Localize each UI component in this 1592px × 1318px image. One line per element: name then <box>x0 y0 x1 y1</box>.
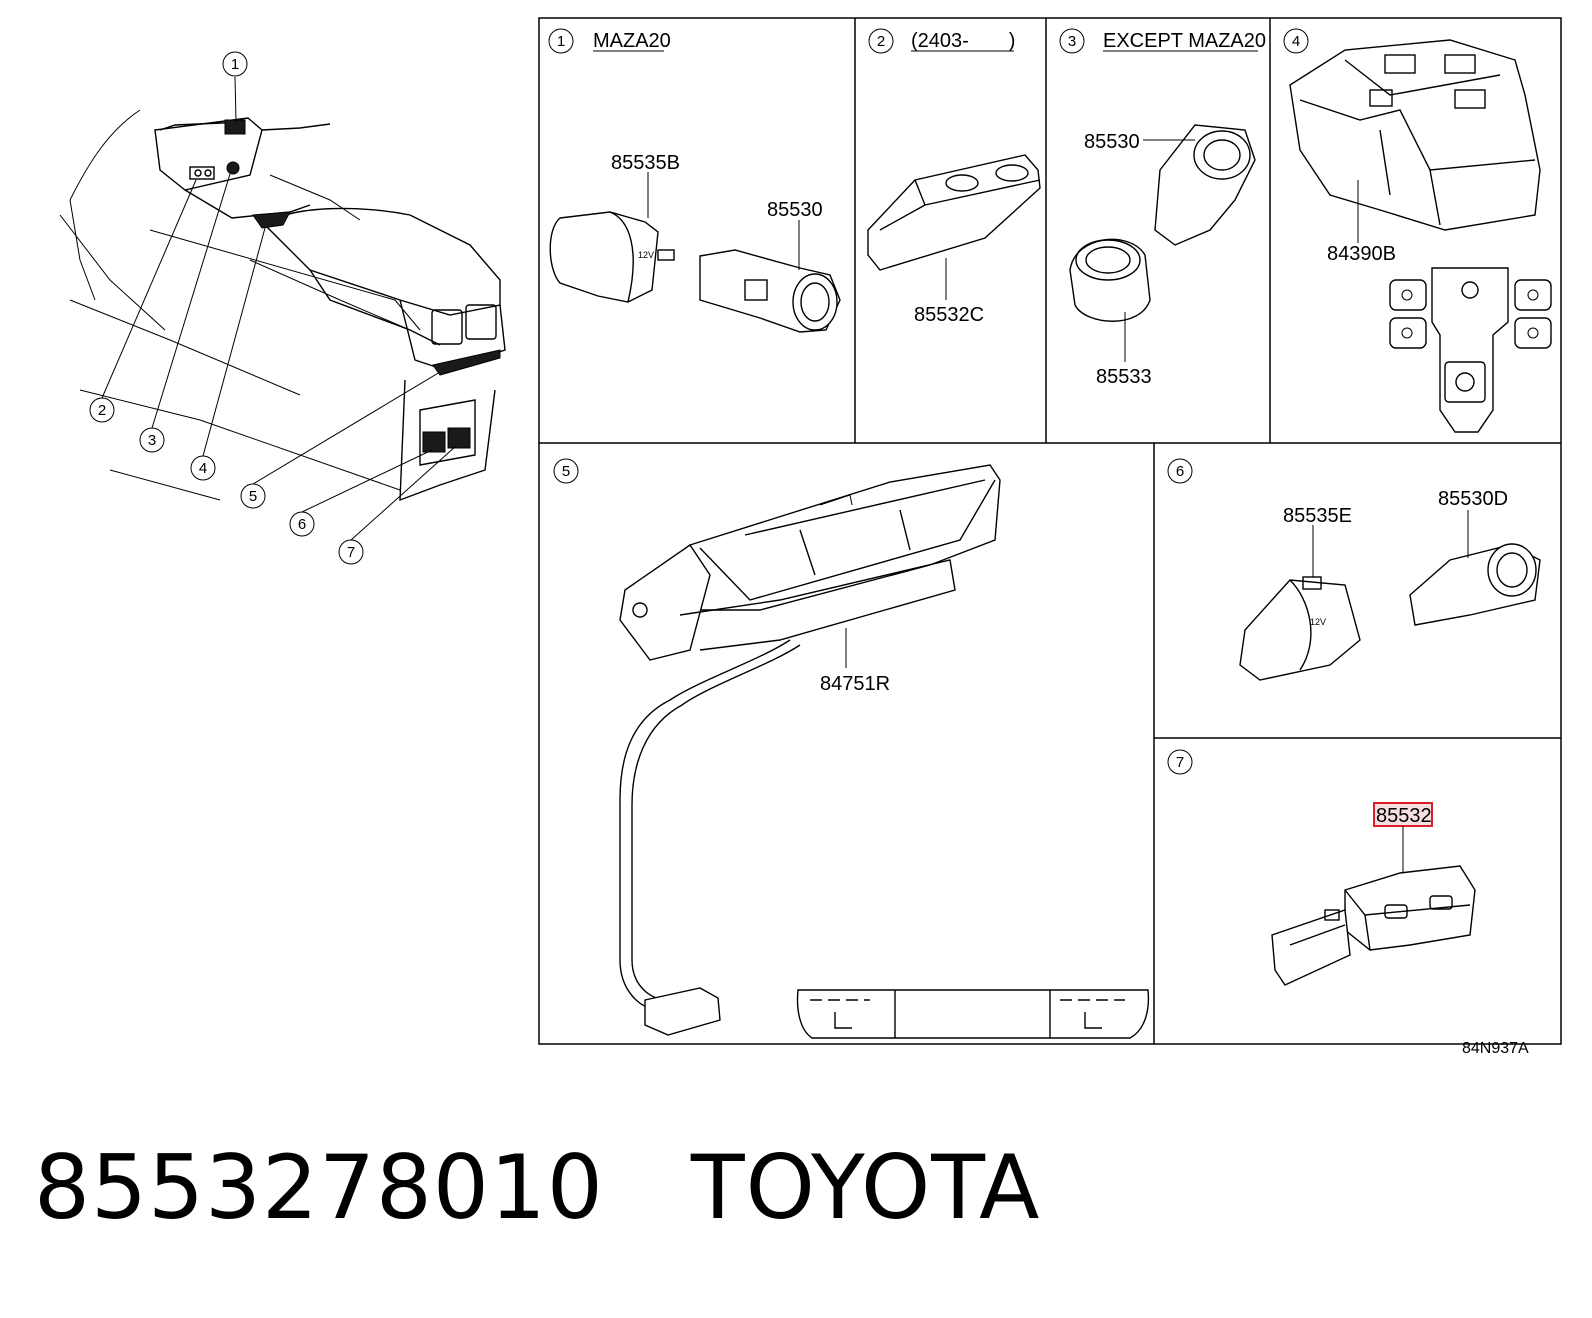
callout-2-number: 2 <box>98 402 106 419</box>
panel-3-part-1: 85530 <box>1084 131 1140 153</box>
callout-4: 4 <box>190 455 216 481</box>
callout-7-number: 7 <box>347 544 355 561</box>
panel-3-part-2: 85533 <box>1096 366 1152 388</box>
panel-2-number: 2 <box>877 33 885 50</box>
callout-1-number: 1 <box>231 56 239 73</box>
callout-7: 7 <box>338 539 364 565</box>
footer-caption: 8553278010 TOYOTA <box>34 1136 1040 1239</box>
panel-5: 5 84751R <box>553 458 1150 1039</box>
panel-3: 3 EXCEPT MAZA20 85530 85533 <box>1059 28 1266 388</box>
panel-5-part-1: 84751R <box>820 673 890 695</box>
panel-1-number: 1 <box>557 33 565 50</box>
console-overview <box>59 76 506 541</box>
panel-7-number: 7 <box>1176 754 1184 771</box>
panel-6-part-1: 85535E <box>1283 505 1352 527</box>
footer-part-number: 8553278010 <box>34 1136 604 1239</box>
panel-6: 6 12V 85535E 85530D <box>1167 458 1541 681</box>
diagram-code: 84N937A <box>1462 1040 1529 1057</box>
callout-4-number: 4 <box>199 460 207 477</box>
socket-2-voltage: 12V <box>1310 617 1326 627</box>
panel-4-number: 4 <box>1292 33 1300 50</box>
panel-1: 1 MAZA20 12V 85535B 85530 <box>548 28 841 333</box>
callout-2: 2 <box>89 397 115 423</box>
panel-2-note: (2403- ) <box>911 30 1015 52</box>
callout-3-number: 3 <box>148 432 156 449</box>
panel-4: 4 84390B <box>1283 28 1552 433</box>
panel-1-note: MAZA20 <box>593 30 671 52</box>
footer-brand: TOYOTA <box>690 1136 1041 1239</box>
panel-6-part-2: 85530D <box>1438 488 1508 510</box>
panel-1-part-1: 85535B <box>611 152 680 174</box>
panel-3-note: EXCEPT MAZA20 <box>1103 30 1266 52</box>
callout-6: 6 <box>289 511 315 537</box>
panel-4-part-1: 84390B <box>1327 243 1396 265</box>
callout-1: 1 <box>222 51 248 77</box>
panel-7-part-1: 85532 <box>1376 805 1432 827</box>
panel-3-number: 3 <box>1068 33 1076 50</box>
panel-2: 2 (2403- ) 85532C <box>867 28 1041 326</box>
panel-2-part-1: 85532C <box>914 304 984 326</box>
panel-6-number: 6 <box>1176 463 1184 480</box>
socket-1-voltage: 12V <box>638 250 654 260</box>
callout-3: 3 <box>139 427 165 453</box>
callout-5: 5 <box>240 483 266 509</box>
panel-7: 7 85532 <box>1167 749 1476 986</box>
panel-grid <box>538 17 1562 1045</box>
overview-callouts: 1 2 3 4 5 6 7 <box>89 51 364 565</box>
panel-1-part-2: 85530 <box>767 199 823 221</box>
panel-5-number: 5 <box>562 463 570 480</box>
callout-5-number: 5 <box>249 488 257 505</box>
callout-6-number: 6 <box>298 516 306 533</box>
